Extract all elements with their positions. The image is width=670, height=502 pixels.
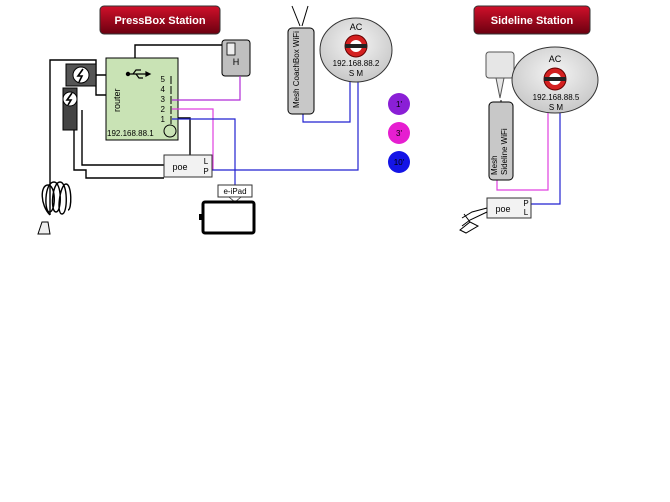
poe-sideline-label: poe bbox=[495, 204, 510, 214]
power-plug-icon bbox=[72, 66, 90, 84]
router-power-icon bbox=[163, 124, 177, 138]
poe-port-l: L bbox=[204, 157, 209, 166]
router-port-5: 5 bbox=[161, 75, 166, 84]
ac-logo-icon bbox=[344, 34, 368, 58]
wire-blue-ipad bbox=[172, 118, 236, 185]
poe-sideline: poe P L bbox=[486, 197, 532, 219]
ipad: e-iPad bbox=[199, 184, 256, 235]
power-strip bbox=[62, 63, 97, 131]
pressbox-title-banner: PressBox Station bbox=[99, 5, 221, 35]
antenna-icon bbox=[485, 51, 515, 79]
tablet-icon bbox=[201, 200, 256, 235]
router-port-2: 2 bbox=[161, 105, 166, 114]
plug-icon bbox=[37, 221, 51, 235]
ac-sideline: AC 192.168.88.5 S M bbox=[511, 46, 599, 114]
mesh-sideline: Mesh Sideline WiFi bbox=[488, 101, 514, 181]
legend-item-10ft: 10' bbox=[388, 151, 410, 173]
legend-item-3ft: 3' bbox=[388, 122, 410, 144]
poe-sideline-port-p: P bbox=[523, 199, 528, 208]
poe-injector: poe L P bbox=[163, 154, 213, 178]
legend-label: 3' bbox=[396, 129, 402, 138]
sideline-title: Sideline Station bbox=[491, 15, 574, 27]
sideline-title-banner: Sideline Station bbox=[473, 5, 591, 35]
power-plug-icon bbox=[62, 91, 78, 107]
legend-label: 10' bbox=[394, 158, 405, 167]
wire-purple bbox=[172, 76, 241, 101]
wire-blue-sideline bbox=[528, 110, 561, 205]
router-port-4: 4 bbox=[161, 85, 166, 94]
mesh-sideline-label-1: Mesh bbox=[490, 155, 499, 175]
ac-sideline-label: AC bbox=[549, 54, 562, 64]
legend-item-1ft: 1' bbox=[388, 93, 410, 115]
antenna-icon bbox=[291, 5, 301, 27]
wire-magenta-sideline bbox=[496, 110, 549, 191]
router-port-1: 1 bbox=[161, 115, 166, 124]
mesh-sideline-label-2: Sideline WiFi bbox=[500, 128, 509, 175]
poe-port-p: P bbox=[203, 167, 208, 176]
plug-icon bbox=[459, 207, 488, 234]
poe-sideline-port-l: L bbox=[524, 208, 529, 217]
mesh-coachbox-label: Mesh CoachBox WiFi bbox=[292, 31, 301, 108]
cable-legend: 1' 3' 10' bbox=[388, 93, 410, 173]
hub-label: H bbox=[233, 57, 240, 67]
ipad-label: e-iPad bbox=[223, 187, 246, 196]
ac-pressbox: AC 192.168.88.2 S M bbox=[319, 17, 393, 83]
hub: H bbox=[221, 39, 251, 77]
ac-logo-icon bbox=[543, 67, 567, 91]
sideline-station: Sideline Station Mesh Sideline WiFi AC 1… bbox=[459, 5, 599, 234]
ac-sideline-ports: S M bbox=[549, 103, 564, 112]
lightning-icon bbox=[65, 92, 73, 106]
poe-label: poe bbox=[172, 162, 187, 172]
ac-pressbox-ip: 192.168.88.2 bbox=[333, 59, 380, 68]
antenna-icon bbox=[301, 5, 309, 27]
wire-blue-mesh bbox=[302, 80, 351, 123]
legend-label: 1' bbox=[396, 100, 402, 109]
ac-pressbox-ports: S M bbox=[349, 69, 364, 78]
pressbox-station: PressBox Station bbox=[37, 5, 393, 235]
usb-icon bbox=[125, 69, 152, 79]
wire-blue-ac bbox=[208, 80, 359, 171]
ac-pressbox-label: AC bbox=[350, 22, 363, 32]
pressbox-title: PressBox Station bbox=[114, 15, 205, 27]
lightning-icon bbox=[76, 68, 84, 83]
ac-sideline-ip: 192.168.88.5 bbox=[533, 93, 580, 102]
router-label: router bbox=[112, 88, 122, 112]
wire-magenta bbox=[172, 108, 214, 170]
router-port-3: 3 bbox=[161, 95, 166, 104]
router: router 5 4 3 2 1 192.168.88.1 bbox=[105, 57, 179, 141]
router-ip: 192.168.88.1 bbox=[107, 129, 154, 138]
mesh-coachbox: Mesh CoachBox WiFi bbox=[287, 5, 315, 115]
